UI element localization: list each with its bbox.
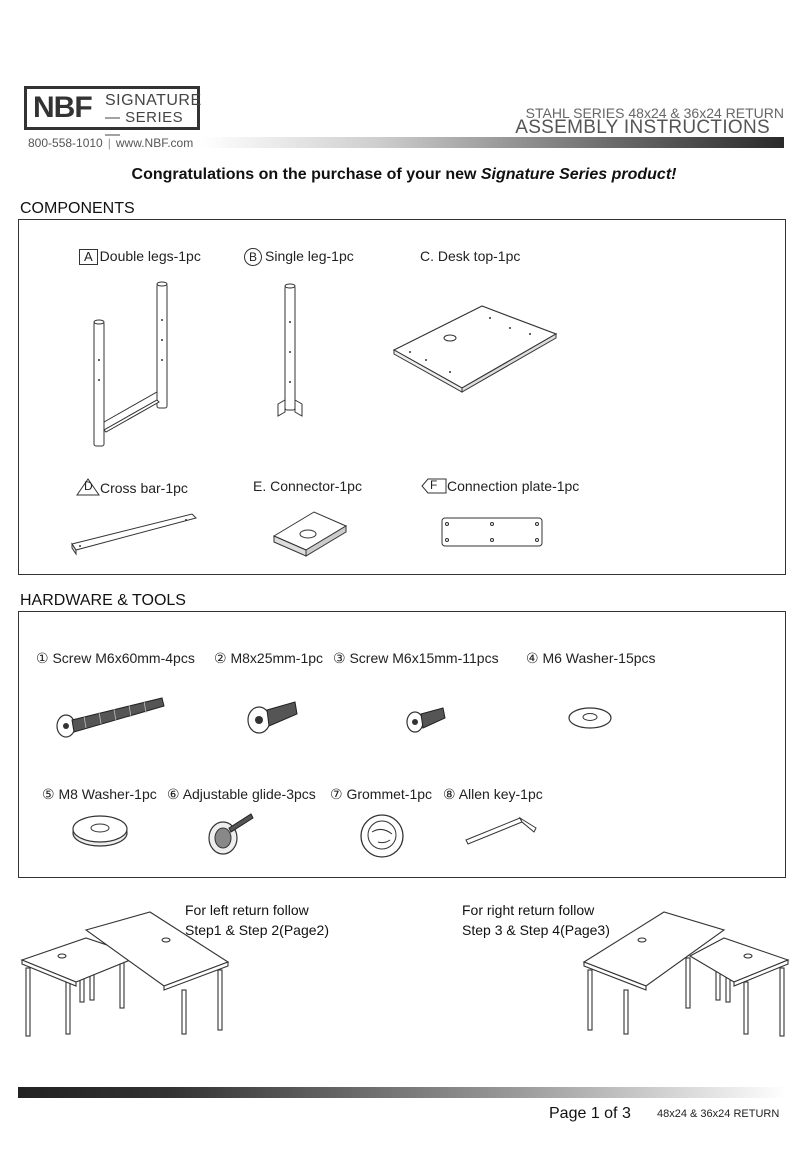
hardware-3-label: ③ Screw M6x15mm-11pcs: [333, 650, 499, 666]
grommet-icon: [360, 814, 404, 858]
connector-icon: [272, 511, 348, 557]
hardware-5-mark: ⑤: [42, 786, 55, 802]
logo-brand: NBF: [33, 91, 93, 124]
medium-bolt-icon: [247, 701, 298, 734]
header-gradient-bar: [200, 137, 784, 148]
hardware-6-label: ⑥ Adjustable glide-3pcs: [167, 786, 316, 802]
single-leg-icon: [277, 283, 303, 417]
hardware-panel: [18, 611, 786, 878]
hardware-4-label: ④ M6 Washer-15pcs: [526, 650, 656, 666]
left-return-note: For left return follow Step1 & Step 2(Pa…: [185, 900, 329, 940]
adjustable-glide-icon: [208, 813, 254, 855]
right-return-desk-icon: [582, 911, 790, 1037]
long-screw-icon: [56, 697, 165, 738]
website-link[interactable]: www.NBF.com: [115, 136, 194, 150]
page-number: Page 1 of 3: [549, 1105, 631, 1122]
component-f-mark: F: [430, 478, 438, 492]
hardware-7-mark: ⑦: [330, 786, 343, 802]
right-return-line1: For right return follow: [462, 902, 595, 918]
cross-bar-icon: [71, 513, 197, 556]
allen-key-icon: [465, 816, 537, 845]
contact-separator: |: [107, 136, 111, 150]
document-title: ASSEMBLY INSTRUCTIONS: [515, 117, 770, 138]
components-panel: [18, 219, 786, 575]
phone-number: 800-558-1010: [28, 136, 103, 150]
component-c-label: C. Desk top-1pc: [420, 248, 521, 264]
hardware-6-mark: ⑥: [167, 786, 180, 802]
contact-info: 800-558-1010 | www.NBF.com: [28, 136, 193, 150]
footer-gradient-bar: [18, 1087, 786, 1098]
right-return-note: For right return follow Step 3 & Step 4(…: [462, 900, 610, 940]
triangle-mark-icon: [76, 478, 100, 496]
logo-line1: SIGNATURE: [105, 92, 202, 109]
intro-emphasis: Signature Series product!: [480, 166, 677, 183]
hardware-3-mark: ③: [333, 650, 346, 666]
short-screw-icon: [406, 707, 446, 733]
hardware-8-label: ⑧ Allen key-1pc: [443, 786, 543, 802]
hardware-heading: HARDWARE & TOOLS: [20, 592, 186, 609]
component-d-mark: D: [84, 479, 93, 493]
logo-line2: — SERIES —: [105, 109, 184, 143]
hardware-4-mark: ④: [526, 650, 539, 666]
hardware-1-label: ① Screw M6x60mm-4pcs: [36, 650, 195, 666]
series-title: STAHL SERIES 48x24 & 36x24 RETURN: [525, 105, 784, 121]
component-e-label: E. Connector-1pc: [253, 478, 362, 494]
components-heading: COMPONENTS: [20, 200, 135, 217]
hardware-1-mark: ①: [36, 650, 49, 666]
left-return-desk-icon: [20, 911, 230, 1037]
hardware-2-mark: ②: [214, 650, 227, 666]
m8-washer-icon: [72, 815, 128, 847]
left-return-line1: For left return follow: [185, 902, 309, 918]
footer-model: 48x24 & 36x24 RETURN: [657, 1108, 780, 1120]
left-return-line2: Step1 & Step 2(Page2): [185, 922, 329, 938]
brand-logo: NBF SIGNATURE — SERIES —: [24, 86, 202, 143]
hardware-7-label: ⑦ Grommet-1pc: [330, 786, 433, 802]
intro-text: Congratulations on the purchase of your …: [0, 166, 808, 184]
component-a-mark: A: [79, 249, 98, 265]
right-return-line2: Step 3 & Step 4(Page3): [462, 922, 610, 938]
hardware-5-label: ⑤ M8 Washer-1pc: [42, 786, 157, 802]
hardware-2-label: ② M8x25mm-1pc: [214, 650, 324, 666]
intro-plain: Congratulations on the purchase of your …: [131, 166, 481, 183]
hexagon-mark-icon: [421, 478, 447, 494]
desk-top-icon: [392, 305, 558, 393]
connection-plate-icon: [441, 517, 543, 547]
component-b-mark: B: [244, 248, 262, 266]
hardware-8-mark: ⑧: [443, 786, 456, 802]
m6-washer-icon: [568, 707, 612, 729]
double-legs-icon: [93, 281, 168, 447]
